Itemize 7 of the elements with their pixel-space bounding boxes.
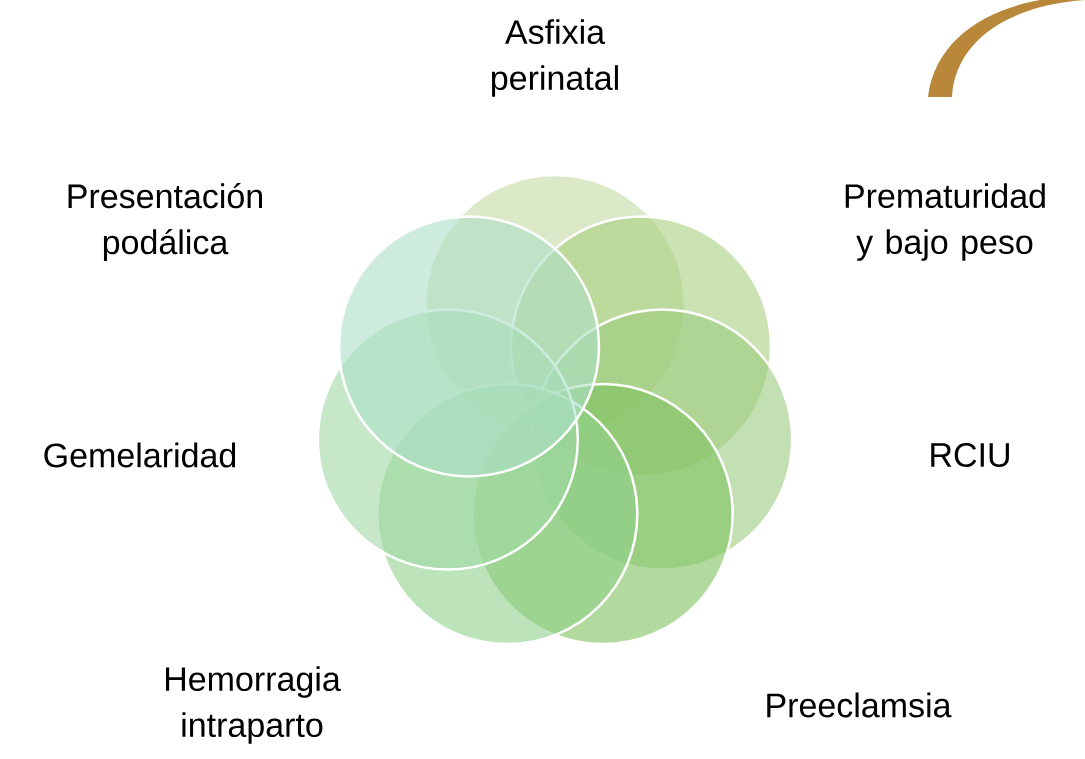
label-text: Asfixia perinatal: [492, 19, 618, 97]
label-text: RCIU: [931, 442, 1009, 468]
label-text: Gemelaridad: [44, 442, 236, 468]
label-text: Presentación podálica: [68, 182, 262, 262]
label-text: Prematuridad y bajo peso: [845, 183, 1045, 261]
label-text: Preeclamsia: [767, 692, 952, 718]
label-text: Hemorragia intraparto: [166, 666, 341, 744]
